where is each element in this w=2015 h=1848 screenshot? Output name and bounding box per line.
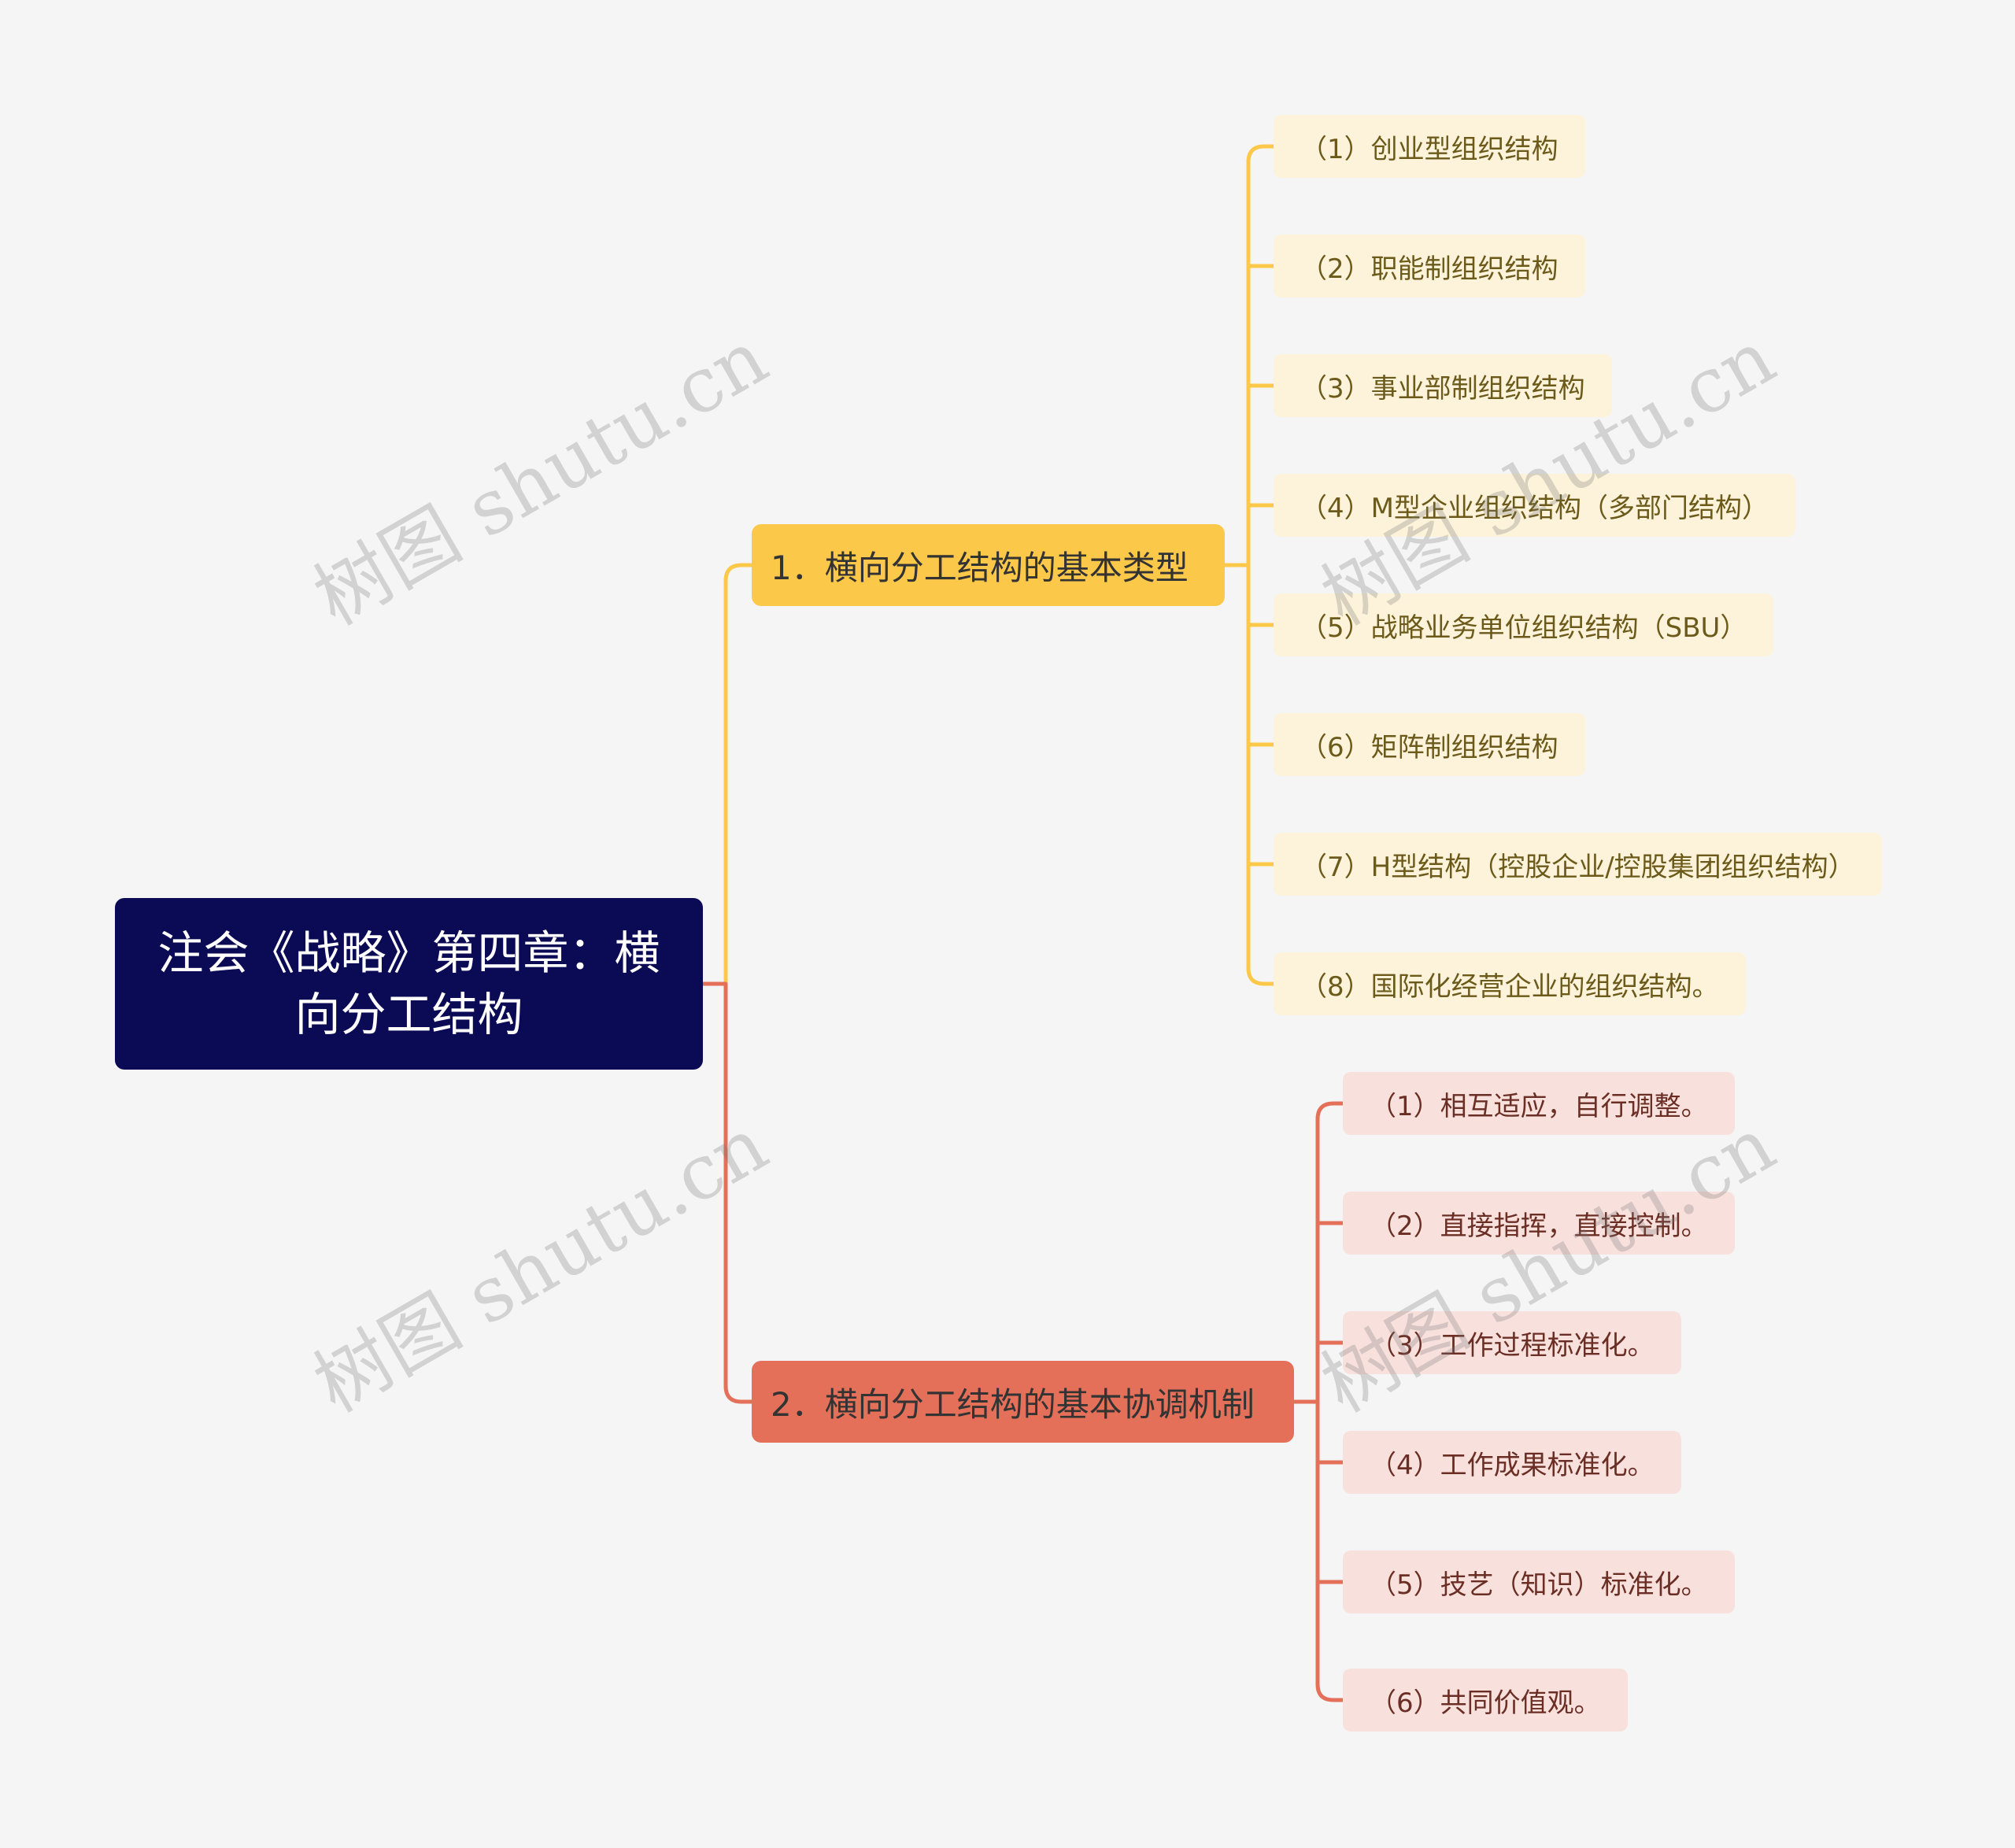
leaf-label: （1）创业型组织结构 [1300,133,1558,165]
leaf-topic[interactable]: （2）职能制组织结构 [1274,235,1585,298]
leaf-topic[interactable]: （3）事业部制组织结构 [1274,354,1612,417]
leaf-topic[interactable]: （6）共同价值观。 [1343,1669,1628,1732]
leaf-topic[interactable]: （5）技艺（知识）标准化。 [1343,1550,1735,1613]
leaf-label: （4）M型企业组织结构（多部门结构） [1300,492,1769,524]
branch-label: 1．横向分工结构的基本类型 [771,548,1189,587]
connector-root-branch-2 [701,981,754,1404]
leaf-label: （7）H型结构（控股企业/控股集团组织结构） [1300,851,1855,883]
root-title-line-2: 向分工结构 [294,988,523,1041]
leaf-topic[interactable]: （4）M型企业组织结构（多部门结构） [1274,474,1795,537]
leaf-label: （5）技艺（知识）标准化。 [1370,1569,1708,1601]
leaf-label: （8）国际化经营企业的组织结构。 [1300,970,1719,1003]
leaf-topic[interactable]: （4）工作成果标准化。 [1343,1431,1681,1494]
connector-branch-1-trunk [1222,160,1251,970]
branch-topic-basic-types[interactable]: 1．横向分工结构的基本类型 [752,524,1225,606]
leaf-label: （5）战略业务单位组织结构（SBU） [1300,612,1747,644]
leaf-label: （6）共同价值观。 [1370,1687,1601,1719]
branch-label: 2．横向分工结构的基本协调机制 [771,1384,1255,1424]
leaf-label: （3）事业部制组织结构 [1300,372,1585,405]
leaf-topic[interactable]: （1）相互适应，自行调整。 [1343,1072,1735,1135]
branch-topic-coordination-mechanisms[interactable]: 2．横向分工结构的基本协调机制 [752,1361,1294,1443]
connector-branch-2-leaves [1315,1101,1345,1702]
connector-branch-2-trunk [1292,1117,1320,1687]
root-title-line-1: 注会《战略》第四章：横 [157,926,660,980]
leaf-label: （3）工作过程标准化。 [1370,1329,1655,1362]
root-topic[interactable]: 注会《战略》第四章：横 向分工结构 [115,898,703,1070]
leaf-topic[interactable]: （8）国际化经营企业的组织结构。 [1274,952,1746,1015]
leaf-label: （2）职能制组织结构 [1300,253,1558,285]
leaf-label: （6）矩阵制组织结构 [1300,731,1558,763]
leaf-topic[interactable]: （1）创业型组织结构 [1274,115,1585,178]
leaf-label: （2）直接指挥，直接控制。 [1370,1210,1708,1242]
connector-root-branch-1 [701,563,754,986]
leaf-label: （4）工作成果标准化。 [1370,1449,1655,1481]
leaf-topic[interactable]: （3）工作过程标准化。 [1343,1311,1681,1374]
leaf-label: （1）相互适应，自行调整。 [1370,1090,1708,1122]
leaf-topic[interactable]: （2）直接指挥，直接控制。 [1343,1192,1735,1255]
leaf-topic[interactable]: （5）战略业务单位组织结构（SBU） [1274,593,1774,656]
leaf-topic[interactable]: （7）H型结构（控股企业/控股集团组织结构） [1274,833,1882,896]
leaf-topic[interactable]: （6）矩阵制组织结构 [1274,713,1585,776]
connector-branch-1-leaves [1246,144,1276,986]
